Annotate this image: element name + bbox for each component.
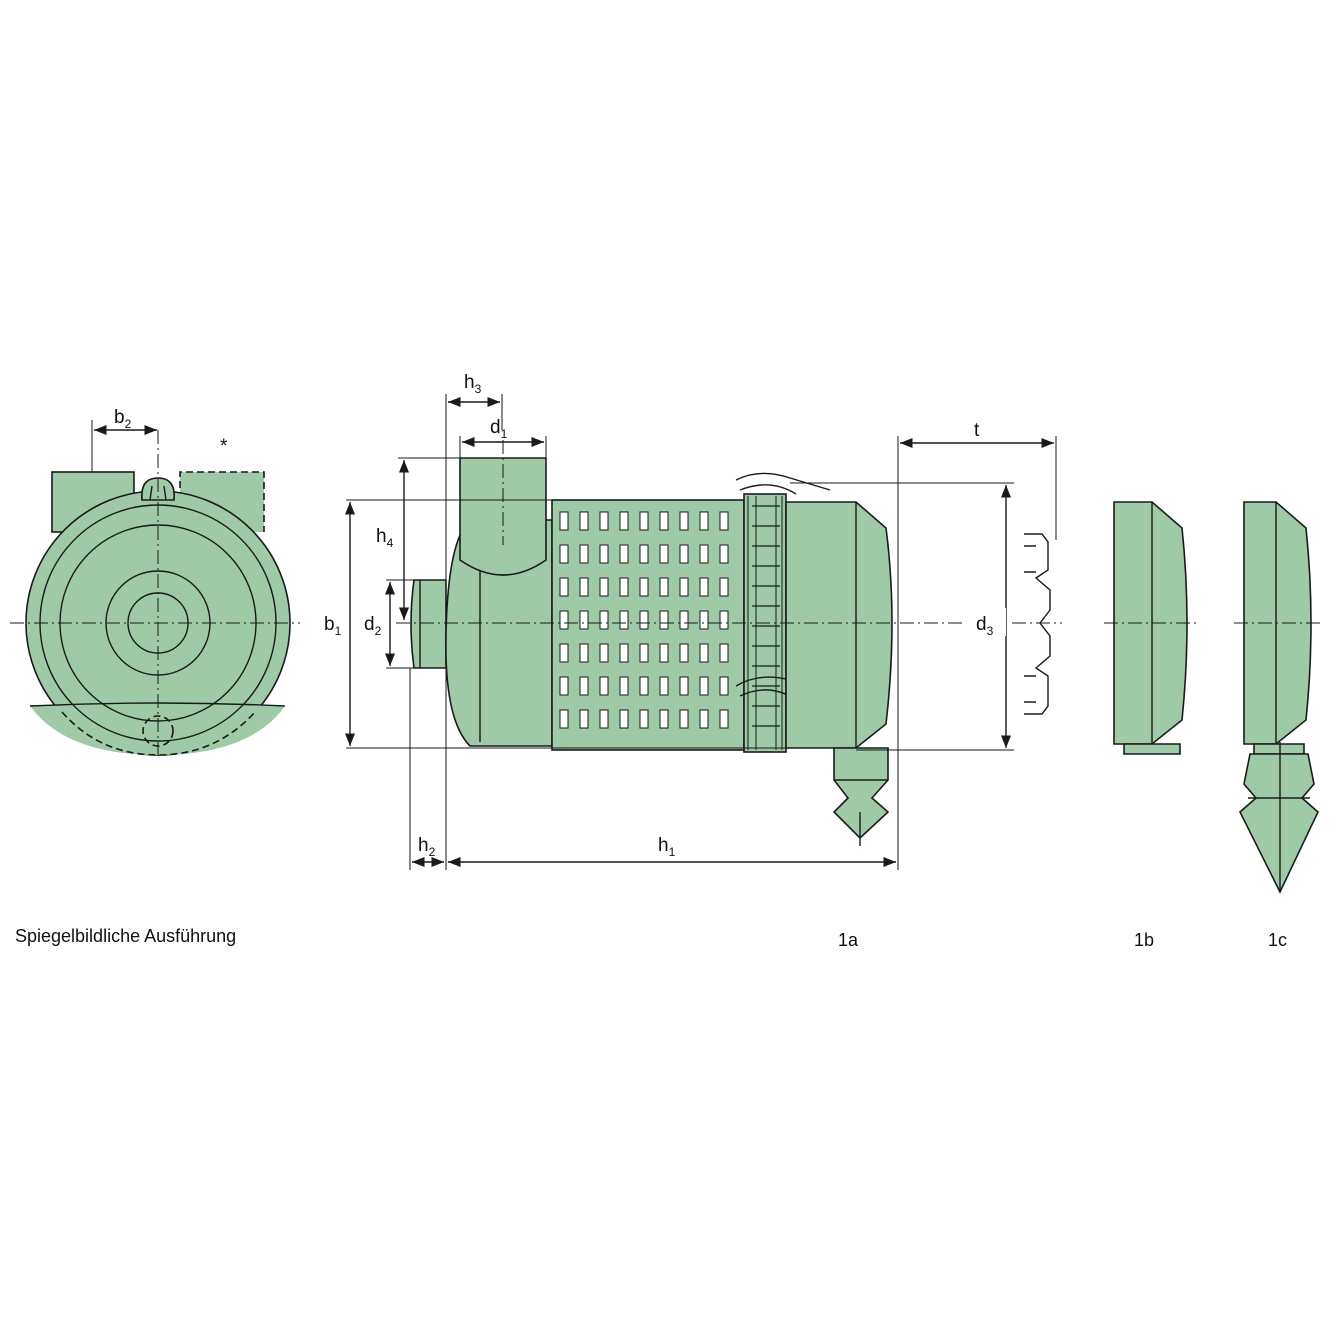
label-b1: b1: [324, 614, 342, 638]
cap-foot-1b: [1123, 743, 1181, 755]
housing-slot: [599, 709, 609, 729]
housing-slot: [719, 709, 729, 729]
rain-cap-bracket: [1024, 533, 1051, 715]
housing-slot: [559, 709, 569, 729]
dust-valve-1c: [1239, 753, 1319, 894]
housing-slot: [719, 610, 729, 630]
caption-1b: 1b: [1134, 930, 1154, 950]
label-h3: h3: [464, 372, 482, 396]
housing-slot: [639, 709, 649, 729]
housing-slot: [619, 544, 629, 564]
housing-slot: [659, 511, 669, 531]
housing-slot: [599, 577, 609, 597]
housing-slot: [619, 511, 629, 531]
caption-mirror-version: Spiegelbildliche Ausführung: [15, 926, 236, 946]
mirror-inlet-outline: [179, 471, 265, 532]
side-view-1b: [1104, 501, 1200, 755]
label-d2: d2: [364, 614, 382, 638]
housing-slot: [659, 610, 669, 630]
label-t: t: [974, 420, 980, 441]
housing-slot: [679, 577, 689, 597]
housing-slot: [639, 511, 649, 531]
housing-slot: [679, 511, 689, 531]
housing-slot: [559, 577, 569, 597]
label-asterisk: *: [220, 436, 228, 457]
housing-slot: [559, 676, 569, 696]
housing-slot: [579, 610, 589, 630]
housing-slot: [639, 577, 649, 597]
housing-slot: [619, 643, 629, 663]
housing-slot: [579, 676, 589, 696]
housing-slot: [679, 643, 689, 663]
housing-slot: [719, 511, 729, 531]
label-h1: h1: [658, 835, 676, 859]
housing-slot: [599, 511, 609, 531]
caption-1a: 1a: [838, 930, 859, 950]
housing-slot: [559, 643, 569, 663]
housing-slot: [579, 709, 589, 729]
housing-slot: [679, 610, 689, 630]
end-view: b2 *: [10, 407, 300, 760]
mirror-bottom-outline: [61, 711, 256, 756]
housing-slot: [559, 610, 569, 630]
dust-valve: [832, 747, 890, 840]
housing-slot: [619, 610, 629, 630]
housing-slot: [579, 544, 589, 564]
side-view-1a: b1 h4 d2 h3 d1 h2 h1 t d3: [324, 372, 1062, 870]
housing-slots: [559, 511, 729, 729]
label-d1: d1: [490, 417, 508, 441]
clip-top: [735, 472, 831, 491]
dust-cap-1b: [1113, 501, 1188, 745]
housing-slot: [659, 577, 669, 597]
housing-slot: [599, 676, 609, 696]
housing-slot: [679, 676, 689, 696]
caption-1c: 1c: [1268, 930, 1287, 950]
housing-slot: [639, 643, 649, 663]
housing-slot: [579, 643, 589, 663]
housing-slot: [699, 643, 709, 663]
housing-slot: [599, 643, 609, 663]
housing-slot: [619, 676, 629, 696]
housing-slot: [719, 676, 729, 696]
dust-cap: [785, 501, 893, 749]
housing-slot: [559, 544, 569, 564]
housing-slot: [699, 544, 709, 564]
label-h4: h4: [376, 526, 394, 550]
side-view-1c: [1234, 501, 1322, 894]
housing-slot: [579, 577, 589, 597]
housing-slot: [639, 676, 649, 696]
housing-slot: [719, 643, 729, 663]
housing-slot: [599, 544, 609, 564]
housing-slot: [659, 709, 669, 729]
housing-slot: [559, 511, 569, 531]
label-h2: h2: [418, 835, 436, 859]
housing-slot: [579, 511, 589, 531]
housing-slot: [699, 610, 709, 630]
housing-slot: [619, 709, 629, 729]
outlet-nozzle: [410, 579, 447, 669]
label-d3: d3: [976, 614, 994, 638]
housing-slot: [659, 544, 669, 564]
housing-slot: [679, 544, 689, 564]
housing-slot: [659, 676, 669, 696]
housing-slot: [699, 709, 709, 729]
housing-slot: [679, 709, 689, 729]
housing-slot: [699, 511, 709, 531]
housing-slot: [699, 676, 709, 696]
housing-slot: [619, 577, 629, 597]
housing-slot: [639, 610, 649, 630]
housing-slot: [639, 544, 649, 564]
housing-slot: [599, 610, 609, 630]
label-b2: b2: [114, 407, 132, 431]
housing-slot: [699, 577, 709, 597]
housing-slot: [719, 544, 729, 564]
housing-slot: [719, 577, 729, 597]
housing-slot: [659, 643, 669, 663]
